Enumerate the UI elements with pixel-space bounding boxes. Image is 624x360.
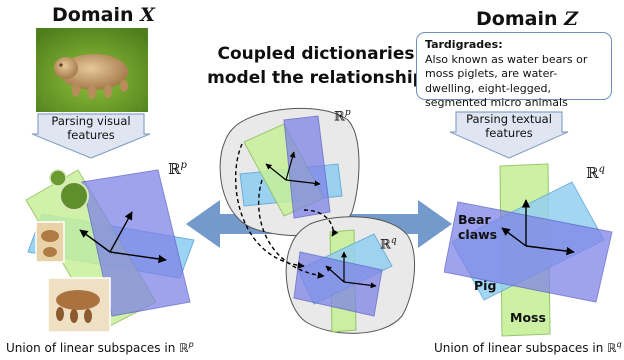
left-down-arrow [31,113,151,159]
right-caption: Union of linear subspaces in ℝq [434,340,622,355]
tardigrade-description-box: Tardigrades: Also known as water bears o… [416,32,612,109]
center-title: Coupled dictionaries model the relations… [207,44,425,88]
coupling-dashed-curves [235,143,339,279]
tardigrade-photo [36,28,148,112]
right-space-label: ℝq [586,164,605,182]
right-domain-title: Domain Z [476,8,578,30]
left-subspace-diagram [25,169,195,333]
moss-circle-2 [49,169,67,187]
pig-label: Pig [474,278,497,293]
center-bottom-blob [285,216,416,334]
center-bottom-space-label: ℝq [380,236,397,253]
moss-circle-1 [59,181,89,211]
right-down-arrow [449,111,569,159]
bear-claws-label: Bear claws [458,212,498,242]
left-space-label: ℝp [168,160,187,178]
right-arrow-label: Parsing textual features [466,112,552,140]
left-arrow-label: Parsing visual features [51,114,131,142]
right-domain-var: Z [564,8,578,30]
textbox-body: Also known as water bears or moss piglet… [425,52,588,110]
left-domain-var: X [140,4,155,26]
left-domain-title: Domain X [52,4,155,26]
center-top-space-label: ℝp [334,108,351,125]
center-top-blob [219,107,360,237]
right-purple-plane [444,201,613,303]
right-subspace-diagram [444,163,613,337]
moss-label: Moss [510,310,546,325]
textbox-title: Tardigrades [425,38,499,51]
left-caption: Union of linear subspaces in ℝp [6,340,194,355]
